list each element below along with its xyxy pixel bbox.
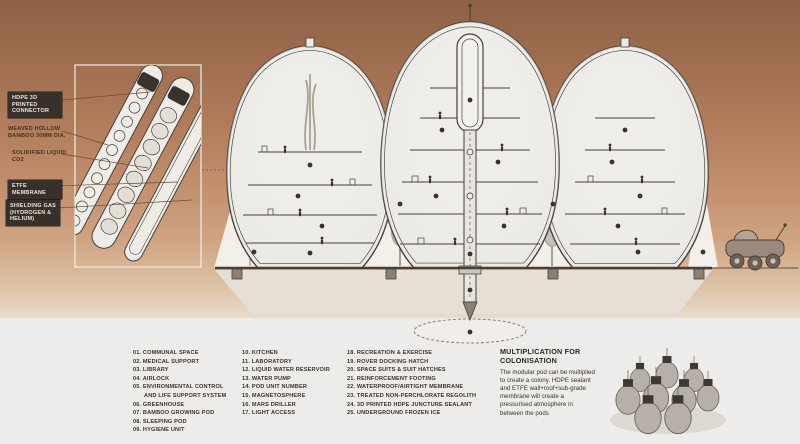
right-pod-furniture — [587, 175, 668, 215]
legend-column-3: 18. RECREATION & EXERCISE 19. ROVER DOCK… — [347, 349, 497, 418]
center-pod-furniture — [411, 175, 527, 245]
bamboo-strip — [75, 65, 163, 236]
legend-column-2: 10. KITCHEN 11. LABORATORY 12. LIQUID WA… — [242, 349, 342, 418]
right-pod — [541, 37, 709, 269]
legend-item: 11. LABORATORY — [242, 358, 292, 365]
skylight — [305, 37, 315, 48]
drill-tip — [462, 301, 478, 322]
legend-item: 08. SLEEPING POD — [133, 418, 187, 425]
mars-driller-shaft — [458, 129, 482, 322]
legend-item: 19. ROVER DOCKING HATCH — [347, 358, 429, 365]
label-hdpe-connector: HDPE 3D PRINTED CONNECTOR — [8, 92, 62, 118]
legend-item: 18. RECREATION & EXERCISE — [347, 350, 433, 356]
co2-strip — [91, 77, 195, 249]
legend-item: 10. KITCHEN — [242, 350, 278, 356]
legend-item: 25. UNDERGROUND FROZEN ICE — [347, 410, 441, 417]
legend-item: 02. MEDICAL SUPPORT — [133, 358, 200, 365]
legend-item: 03. LIBRARY — [133, 367, 169, 374]
left-pod-plants — [304, 74, 317, 151]
detail-callout-box — [74, 64, 227, 268]
leader-lines — [51, 91, 193, 209]
legend-item: 20. SPACE SUITS & SUIT HATCHES — [347, 367, 446, 374]
label-solidified-co2: SOLIDIFIED LIQUID CO2 — [12, 150, 67, 163]
pod-cluster-render — [610, 347, 726, 435]
skylight — [620, 37, 630, 48]
legend-item: 17. LIGHT ACCESS — [242, 410, 296, 417]
legend-item: 23. TREATED NON-PERCHLORATE REGOLITH — [347, 392, 477, 399]
legend-item: 07. BAMBOO GROWING POD — [133, 410, 215, 417]
legend-column-1: 01. COMMUNAL SPACE 02. MEDICAL SUPPORT 0… — [133, 349, 233, 435]
water-reservoir-capsule — [456, 33, 484, 133]
legend-item: 21. REINFORCEMENT FOOTING — [347, 375, 436, 382]
left-pod — [226, 37, 394, 269]
legend-item: 04. AIRLOCK — [133, 375, 170, 382]
rover-illustration — [722, 223, 792, 271]
legend-item: 06. GREENHOUSE — [133, 401, 185, 408]
legend-item: 12. LIQUID WATER RESERVOIR — [242, 367, 330, 374]
label-etfe-membrane: ETFE MEMBRANE — [8, 180, 62, 200]
colonisation-note: MULTIPLICATION FOR COLONISATION The modu… — [500, 347, 596, 418]
etfe-strip — [124, 90, 201, 262]
reinforcement-footings — [231, 268, 705, 280]
reference-markers — [251, 97, 763, 335]
legend-item: 22. WATERPROOF/AIRTIGHT MEMBRANE — [347, 384, 464, 391]
legend-item: 24. 3D PRINTED HDPE JUNCTURE SEALANT — [347, 401, 473, 408]
legend-item: 14. POD UNIT NUMBER — [242, 384, 308, 391]
legend-item: 13. WATER PUMP — [242, 375, 291, 382]
colonisation-title: MULTIPLICATION FOR COLONISATION — [500, 347, 581, 365]
legend-item: 09. HYGIENE UNIT — [133, 427, 185, 434]
legend-item: 16. MARS DRILLER — [242, 401, 296, 408]
label-weaved-bamboo: WEAVED HOLLOW BAMBOO 30MM DIA. — [8, 126, 66, 139]
label-shielding-gas: SHIELDING GAS (HYDROGEN & HELIUM) — [6, 200, 60, 226]
legend-item: 15. MAGNETOSPHERE — [242, 392, 306, 399]
colonisation-body: The modular pod can be multiplied to cre… — [500, 368, 595, 417]
hdpe-connector-piece — [137, 72, 160, 92]
legend-item: 05. ENVIRONMENTAL CONTROL AND LIFE SUPPO… — [133, 384, 227, 399]
left-pod-furniture — [261, 145, 356, 216]
legend-item: 01. COMMUNAL SPACE — [133, 350, 199, 356]
center-pod — [380, 3, 560, 269]
